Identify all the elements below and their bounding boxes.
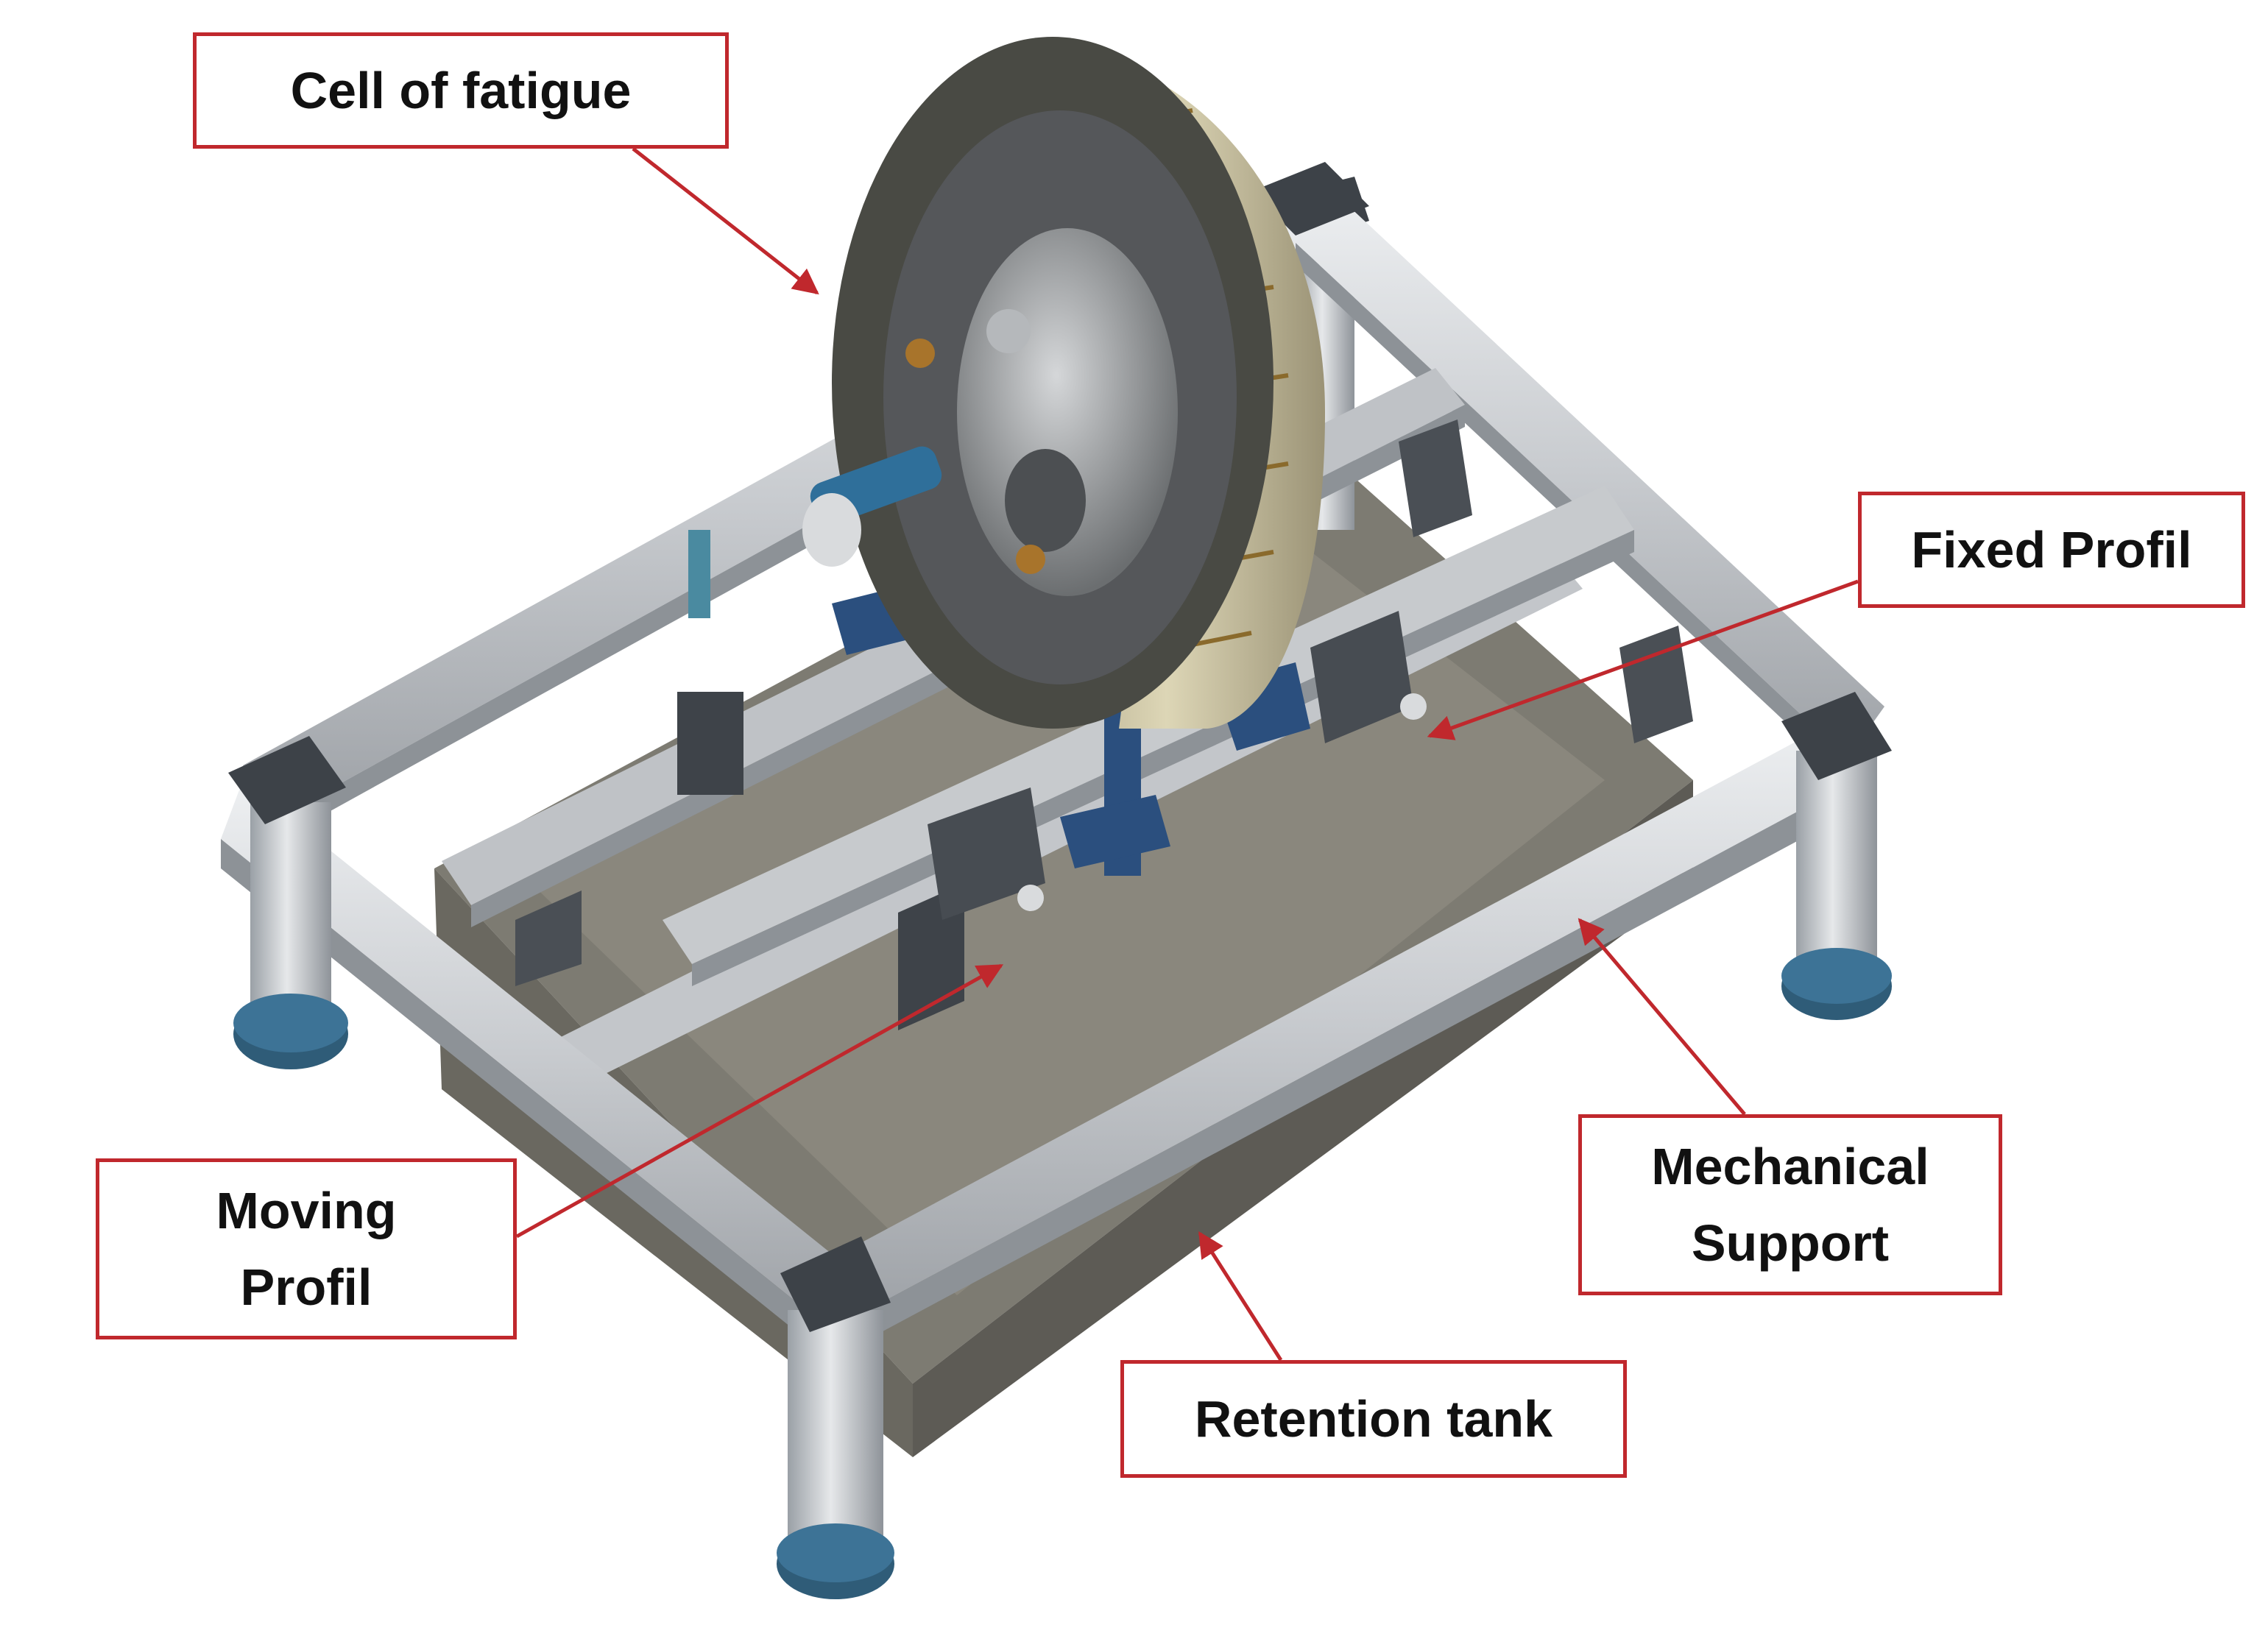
retention-tank-text: Retention tank [1194, 1390, 1553, 1448]
mechanical-support-label: Mechanical Support [1578, 1114, 2002, 1295]
arrow-mechanical-support [1578, 918, 1746, 1116]
arrow-retention-tank [1198, 1231, 1283, 1362]
moving-profil-text-line2: Profil [240, 1258, 372, 1316]
fixed-profil-text: Fixed Profil [1911, 521, 2192, 578]
cell-of-fatigue-text: Cell of fatigue [290, 62, 632, 119]
cell-of-fatigue-label: Cell of fatigue [193, 32, 729, 149]
fixed-profil-label: Fixed Profil [1858, 492, 2245, 608]
moving-profil-label: Moving Profil [96, 1158, 517, 1339]
mechanical-support-text-line2: Support [1691, 1214, 1890, 1272]
arrow-cell-of-fatigue [632, 147, 819, 295]
retention-tank-label: Retention tank [1120, 1360, 1627, 1478]
cell-of-fatigue-icon [802, 37, 1325, 876]
mechanical-support-text-line1: Mechanical [1651, 1138, 1929, 1195]
arrow-fixed-profil [1427, 579, 1859, 740]
moving-profil-text-line1: Moving [216, 1182, 397, 1239]
callout-arrows [515, 147, 1859, 1362]
arrow-moving-profil [515, 963, 1004, 1239]
